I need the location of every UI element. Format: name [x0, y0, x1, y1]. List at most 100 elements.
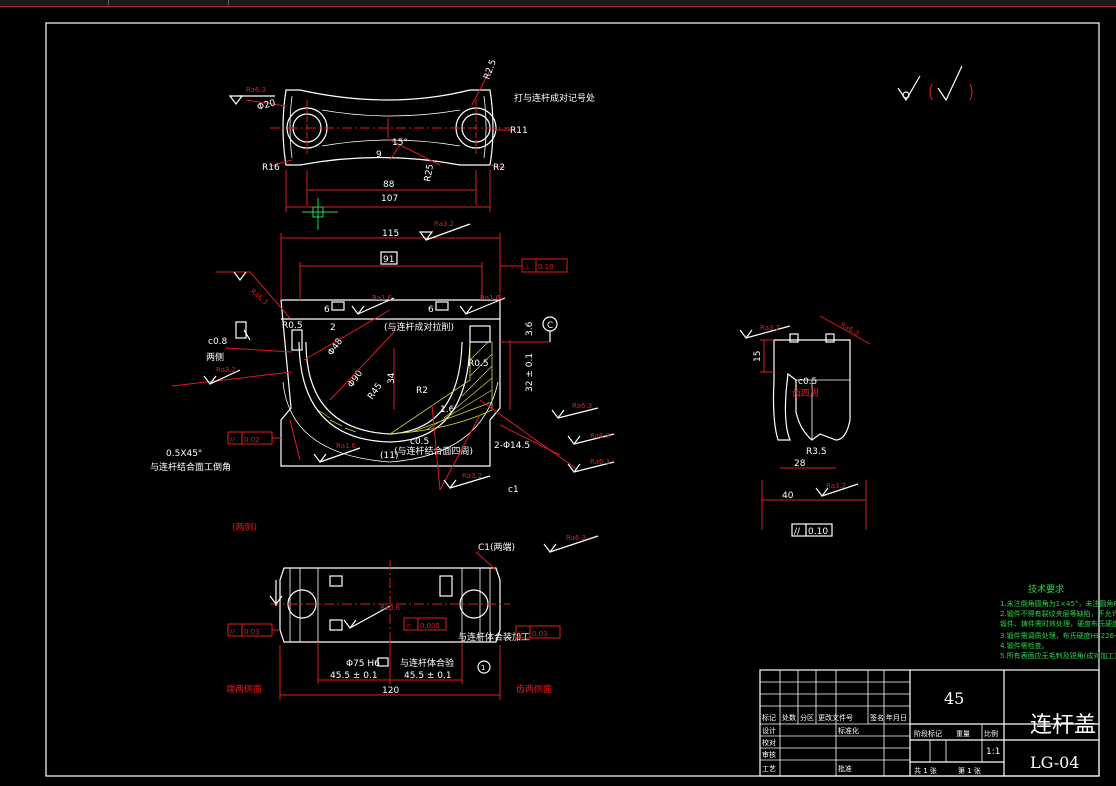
- dim-45-5a: 45.5 ± 0.1: [330, 671, 378, 681]
- dim-1-6: 1.6: [440, 405, 455, 415]
- dim-c1-ends: C1(两端): [478, 541, 515, 553]
- dim-r25: R25: [423, 163, 436, 182]
- side-view: 15 c0.5 齿四周 R3.5 28 40 // 0.10 Ra3.2 Ra6…: [739, 315, 871, 537]
- dim-r45: R45: [366, 381, 384, 401]
- weight-label: 重量: [956, 730, 970, 738]
- tol-0-03a: 0.03: [244, 628, 260, 636]
- hdr-date: 年月日: [886, 713, 907, 722]
- hdr-count: 处数: [782, 713, 796, 722]
- svg-text:Ra3.2: Ra3.2: [216, 366, 236, 374]
- scale-value: 1:1: [986, 747, 1000, 757]
- svg-text:Ra1.6: Ra1.6: [372, 294, 393, 302]
- dim-r2-5: R2.5: [482, 58, 498, 81]
- note-fit: 与连杆体合验: [400, 657, 454, 669]
- dim-r2: R2: [493, 163, 505, 173]
- svg-text://: //: [518, 630, 523, 638]
- approve-label: 批准: [838, 764, 852, 773]
- stage-label: 阶段标记: [914, 729, 942, 738]
- dim-34: 34: [387, 372, 397, 384]
- top-note: 打与连杆成对记号处: [514, 92, 595, 104]
- tech-requirements: 技术要求 1.未注倒角圆角为1×45°，未注圆角R3-5。 2.锻件不得有裂纹夹…: [1000, 583, 1116, 660]
- part-name: 连杆盖: [1030, 713, 1096, 738]
- chamfer-note: 0.5X45°: [166, 449, 202, 459]
- svg-text:Ra6.3: Ra6.3: [246, 86, 266, 94]
- dim-32: 32 ± 0.1: [525, 353, 535, 392]
- dim-88: 88: [383, 180, 395, 190]
- dim-15: 15: [753, 351, 763, 362]
- dim-phi75: Φ75 H6: [346, 659, 380, 669]
- tol-0-02: 0.02: [244, 436, 260, 444]
- window-titlebar: [0, 0, 1116, 7]
- dim-phi48: Φ48: [326, 337, 345, 358]
- svg-text:Ra6.3: Ra6.3: [839, 321, 860, 338]
- svg-text:Ra3.2: Ra3.2: [434, 220, 454, 228]
- label-both-sides: (两侧): [232, 521, 257, 533]
- svg-text:⌭: ⌭: [406, 622, 411, 630]
- svg-text:⊥: ⊥: [524, 263, 530, 271]
- tech-item-1: 1.未注倒角圆角为1×45°，未注圆角R3-5。: [1000, 599, 1116, 608]
- tab-2[interactable]: [108, 0, 229, 5]
- hdr-mark: 标记: [762, 713, 776, 722]
- svg-text://: //: [230, 436, 235, 444]
- top-view: Ra6.3 打与连杆成对记号处 Φ20 R11 R16 R2 R25 R2.5 …: [228, 58, 595, 230]
- scale-label: 比例: [984, 729, 998, 738]
- dim-c1: c1: [508, 485, 519, 495]
- tab-1[interactable]: [0, 0, 109, 5]
- material: 45: [944, 689, 964, 708]
- chamfer-note2: 与连杆结合面工倒角: [150, 461, 231, 473]
- roughness-symbol-icon: [897, 65, 973, 102]
- svg-text:Ra3.2: Ra3.2: [826, 482, 846, 490]
- dim-11: (11): [380, 451, 398, 461]
- dim-r3-5: R3.5: [806, 447, 827, 457]
- sheets-total: 共 1 张: [914, 766, 937, 775]
- tech-item-6: 5.所有表面应无毛刺及锐角(成对加工): [1000, 651, 1116, 660]
- dim-c0-5-side: c0.5: [798, 377, 817, 387]
- dim-2: 2: [330, 323, 336, 333]
- svg-text://: //: [794, 527, 801, 537]
- dim-40: 40: [782, 491, 794, 501]
- svg-text:Ra0.8: Ra0.8: [380, 604, 400, 612]
- dim-r2: R2: [416, 386, 428, 396]
- dim-c0-5: c0.5: [410, 437, 429, 447]
- dim-phi20: Φ20: [256, 98, 277, 113]
- dim-28: 28: [794, 459, 806, 469]
- title-block: 标记 处数 分区 更改文件号 签名 年月日 设计 校对 审核 工艺 标准化 批准…: [759, 669, 1100, 777]
- note-tooth: 齿四周: [792, 388, 819, 399]
- dim-91: 91: [383, 255, 394, 265]
- dim-120: 120: [382, 686, 399, 696]
- svg-text:Ra3.2: Ra3.2: [462, 472, 482, 480]
- note-combine: (与连杆结合面四周): [394, 445, 473, 457]
- dim-r0-5a: R0.5: [282, 321, 303, 331]
- svg-text:Ra6.3: Ra6.3: [572, 402, 592, 410]
- drawing-frame: [45, 22, 1100, 777]
- dim-115: 115: [382, 229, 399, 239]
- sheet-number: 第 1 张: [958, 766, 981, 775]
- crosshair-cursor-icon: [302, 198, 338, 230]
- hdr-change: 更改文件号: [818, 713, 853, 722]
- svg-text:1: 1: [481, 664, 485, 672]
- front-view: 115 91 ⊥ 0.10 Ra3.2 Ra1.6 Ra1.6 6 6 Ra6.…: [150, 220, 615, 533]
- label-tooth-sides: 齿两侧面: [516, 683, 552, 695]
- svg-text:Ra3.2: Ra3.2: [760, 324, 780, 332]
- svg-text:Ra6.3: Ra6.3: [590, 432, 610, 440]
- dim-r0-5b: R0.5: [468, 359, 489, 369]
- drawing-number: LG-04: [1030, 753, 1079, 772]
- tol-parallel: 0.10: [538, 263, 554, 271]
- tech-item-5: 4.锻件需检查。: [1000, 641, 1049, 650]
- dim-9: 9: [376, 150, 382, 160]
- tech-title: 技术要求: [1028, 583, 1064, 595]
- hdr-sign: 签名: [870, 713, 884, 722]
- svg-text:Ra1.6: Ra1.6: [480, 294, 501, 302]
- label-two-sides: 两侧: [206, 351, 224, 363]
- note-pair: (与连杆成对拉削): [384, 321, 454, 333]
- dim-45-5b: 45.5 ± 0.1: [404, 671, 452, 681]
- tech-item-4: 3.锻件需调质处理，布氏硬度HB226-271。: [1000, 631, 1116, 640]
- row-process: 工艺: [762, 765, 776, 773]
- tol-0-005: 0.005: [420, 622, 440, 630]
- dim-107: 107: [381, 194, 398, 204]
- dim-6b: 6: [428, 305, 434, 315]
- svg-text:C: C: [547, 321, 553, 331]
- tol-0-03b: 0.03: [532, 630, 548, 638]
- svg-text:Ra6.3: Ra6.3: [566, 534, 586, 542]
